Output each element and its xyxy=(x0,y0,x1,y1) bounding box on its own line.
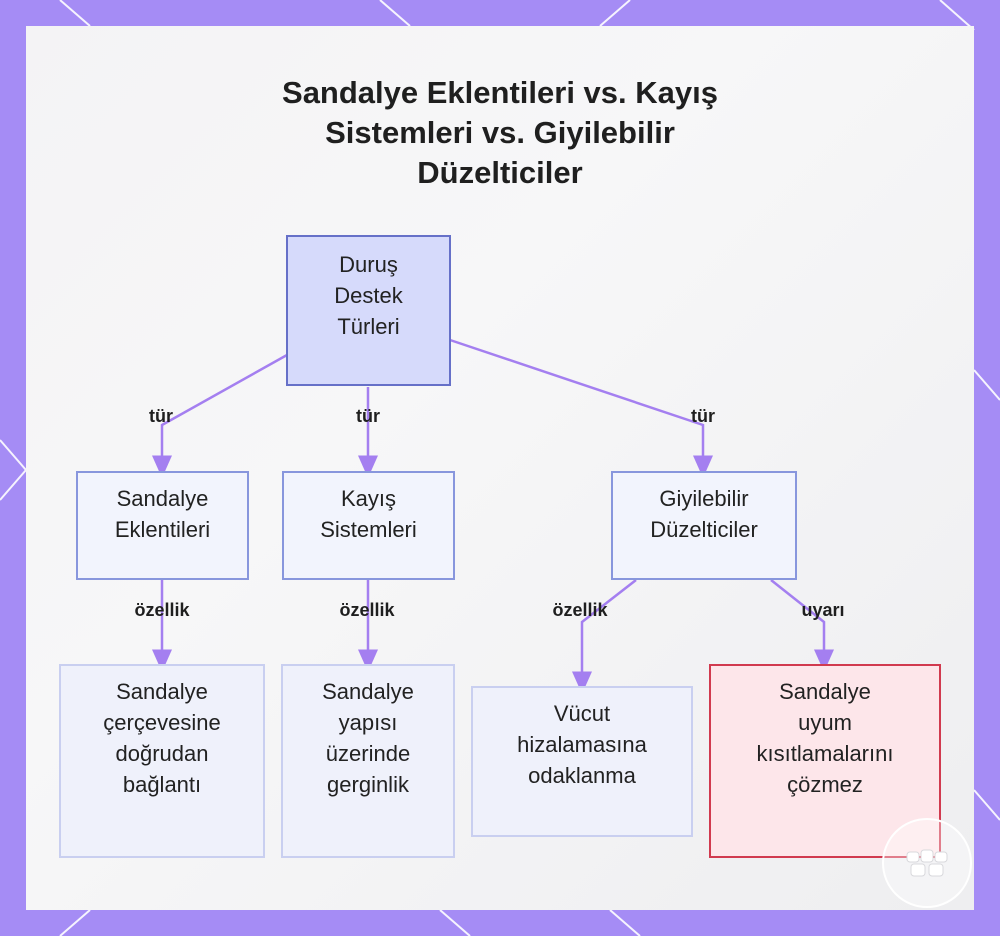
diagram-title: Sandalye Eklentileri vs. Kayış Sistemler… xyxy=(282,75,718,190)
node-chair-attachments: Sandalye Eklentileri xyxy=(76,471,249,580)
edge-root-wearable xyxy=(449,338,713,478)
edge-label-strap-feature: özellik xyxy=(339,600,395,620)
node-chair-frame-connection: Sandalye çerçevesine doğrudan bağlantı xyxy=(59,664,265,858)
edge-wearable-warning xyxy=(770,579,834,672)
node-body-alignment-focus: Vücut hizalamasına odaklanma xyxy=(471,686,693,837)
node-strap-systems: Kayış Sistemleri xyxy=(282,471,455,580)
edge-label-root-wearable: tür xyxy=(691,406,715,426)
logo-mark-icon xyxy=(906,849,948,877)
edge-label-chair-feature: özellik xyxy=(134,600,190,620)
edge-label-wearable-warning: uyarı xyxy=(801,600,845,620)
edge-label-wearable-feature: özellik xyxy=(552,600,608,620)
node-chair-structure-tension: Sandalye yapısı üzerinde gerginlik xyxy=(281,664,455,858)
edge-label-root-chair: tür xyxy=(149,406,173,426)
edge-root-chair xyxy=(152,353,288,478)
node-root: Duruş Destek Türleri xyxy=(286,235,451,386)
edge-label-root-strap: tür xyxy=(356,406,380,426)
edge-wearable-feature xyxy=(572,579,637,694)
logo-icon xyxy=(882,818,972,908)
node-wearable-correctors: Giyilebilir Düzelticiler xyxy=(611,471,797,580)
